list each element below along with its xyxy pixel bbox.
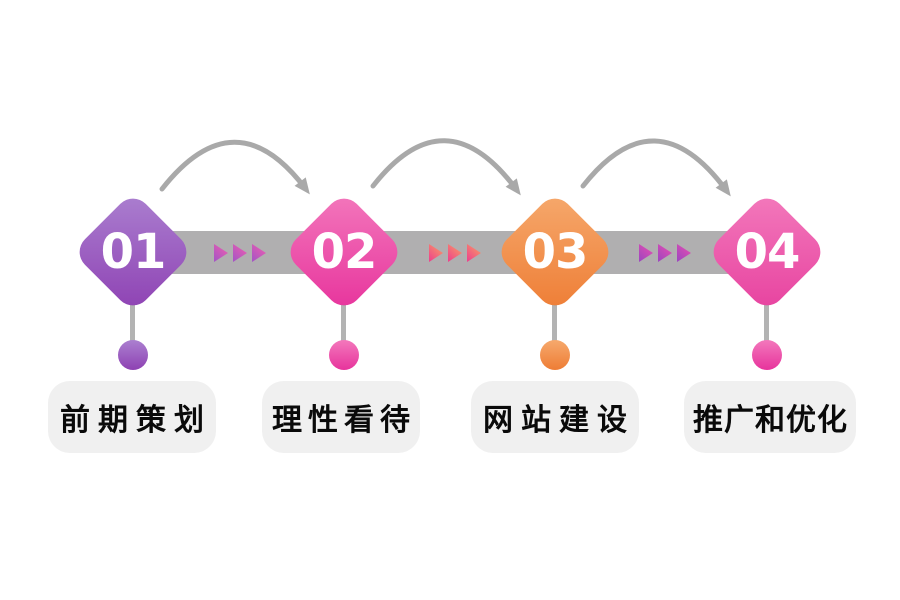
right-triangle-icon (252, 244, 266, 262)
chevrons-step1-to-step2 (214, 244, 266, 262)
step-diamond-1: 01 (72, 191, 194, 313)
step-dot-4 (752, 340, 782, 370)
connector-stem (764, 303, 769, 345)
step-dot-1 (118, 340, 148, 370)
right-triangle-icon (658, 244, 672, 262)
step-number: 03 (522, 224, 588, 280)
step-number: 02 (311, 224, 377, 280)
chevrons-step3-to-step4 (639, 244, 691, 262)
step-dot-2 (329, 340, 359, 370)
right-triangle-icon (677, 244, 691, 262)
step-number: 01 (100, 224, 166, 280)
right-triangle-icon (639, 244, 653, 262)
step-diamond-4: 04 (706, 191, 828, 313)
curved-arrow-icon-2 (370, 138, 521, 196)
step-caption-4: 推广和优化 (684, 381, 856, 453)
right-triangle-icon (214, 244, 228, 262)
right-triangle-icon (467, 244, 481, 262)
curved-arrow-icon-3 (580, 138, 731, 197)
step-diamond-3: 03 (494, 191, 616, 313)
step-diamond-2: 02 (283, 191, 405, 313)
step-caption-3: 网站建设 (471, 381, 639, 453)
step-caption-1: 前期策划 (48, 381, 216, 453)
step-caption-2: 理性看待 (262, 381, 420, 453)
right-triangle-icon (429, 244, 443, 262)
step-number: 04 (734, 224, 800, 280)
connector-stem (130, 303, 135, 345)
right-triangle-icon (448, 244, 462, 262)
connector-stem (552, 303, 557, 345)
right-triangle-icon (233, 244, 247, 262)
curved-arrow-icon-1 (159, 139, 310, 195)
connector-stem (341, 303, 346, 345)
step-dot-3 (540, 340, 570, 370)
chevrons-step2-to-step3 (429, 244, 481, 262)
